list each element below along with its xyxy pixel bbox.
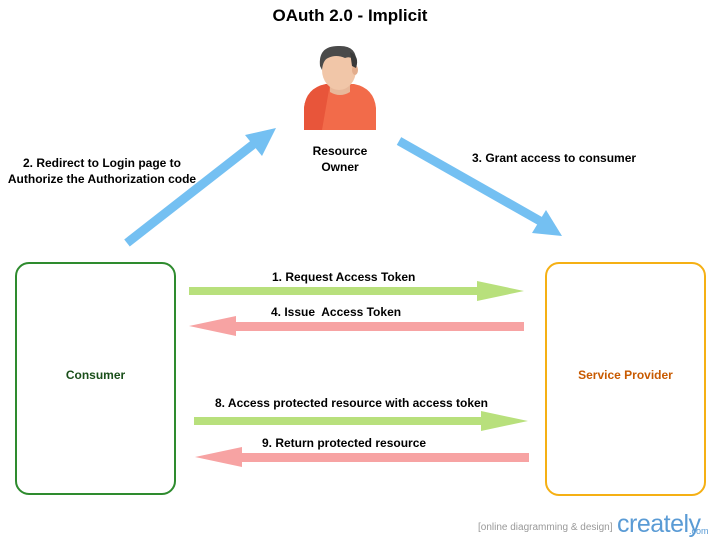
- arrow-return-resource: [195, 447, 529, 467]
- issue-token-label: 4. Issue Access Token: [271, 305, 402, 319]
- person-icon: [304, 45, 376, 130]
- grant-label: 3. Grant access to consumer: [472, 151, 637, 165]
- arrow-request-token: [189, 281, 524, 301]
- consumer-node: Consumer: [15, 262, 176, 495]
- watermark-tagline: [online diagramming & design]: [478, 522, 613, 533]
- watermark-domain: .com: [689, 526, 709, 536]
- arrow-redirect: [124, 128, 276, 247]
- arrow-grant: [396, 137, 562, 236]
- arrow-access-resource: [194, 411, 528, 431]
- resource-owner-label: Resource Owner: [312, 144, 368, 174]
- service-provider-node: Service Provider: [545, 262, 706, 496]
- access-resource-label: 8. Access protected resource with access…: [215, 396, 489, 410]
- diagram-title: OAuth 2.0 - Implicit: [272, 6, 428, 25]
- redirect-label: 2. Redirect to Login page to Authorize t…: [7, 156, 197, 186]
- request-token-label: 1. Request Access Token: [272, 270, 416, 284]
- return-resource-label: 9. Return protected resource: [262, 436, 427, 450]
- watermark-brand: creately: [617, 510, 701, 538]
- consumer-label: Consumer: [65, 368, 126, 382]
- service-provider-label: Service Provider: [578, 368, 673, 382]
- arrow-issue-token: [189, 316, 524, 336]
